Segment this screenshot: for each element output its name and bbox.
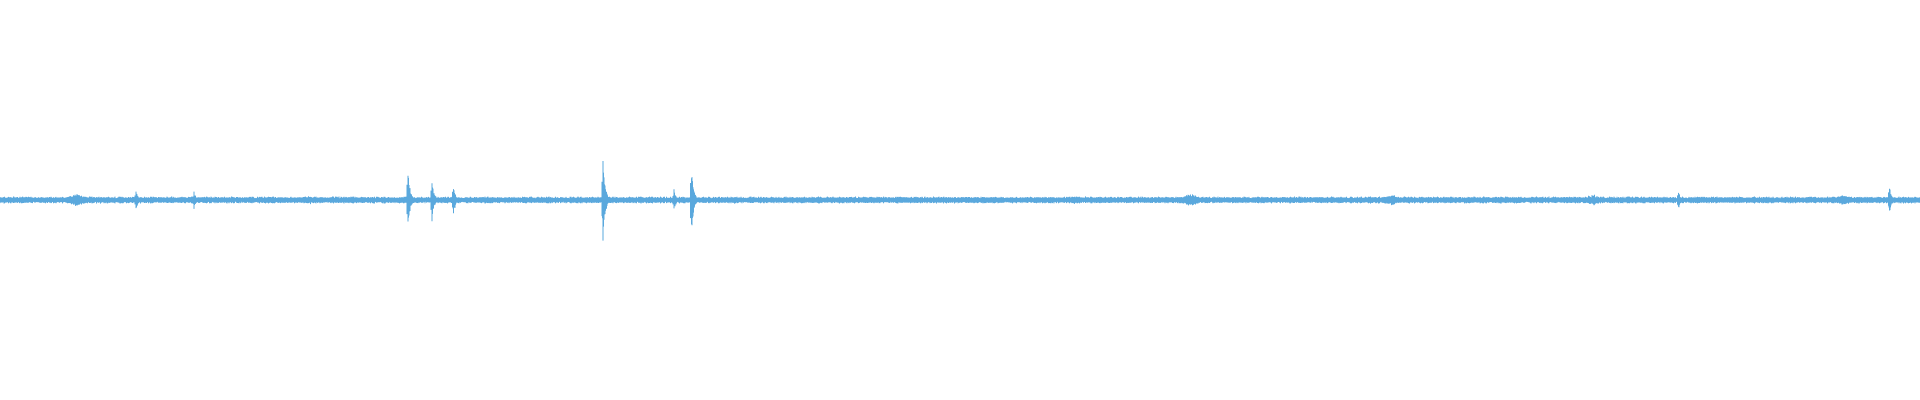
waveform-trace xyxy=(0,161,1920,241)
